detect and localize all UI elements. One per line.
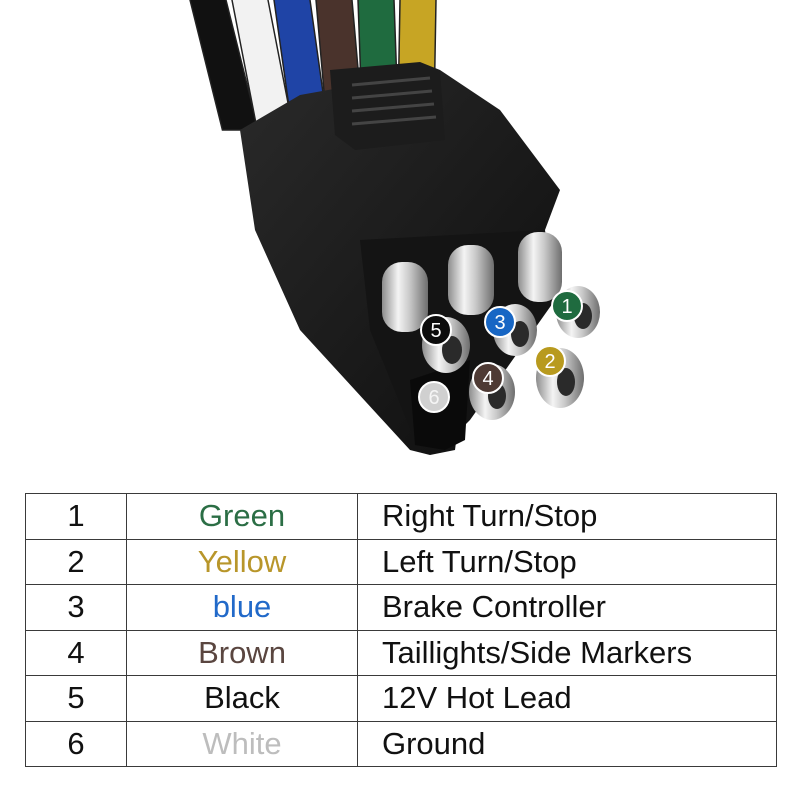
wire-color-cell: Brown bbox=[126, 629, 358, 676]
pin-badge-number: 1 bbox=[561, 296, 572, 318]
pin-number-cell: 4 bbox=[25, 629, 127, 676]
pin-number-cell: 1 bbox=[25, 493, 127, 540]
wire-color-cell: Black bbox=[126, 675, 358, 722]
pin-number-badges: 1 2 3 4 5 6 bbox=[418, 290, 583, 413]
pin-badge-number: 4 bbox=[482, 368, 493, 390]
pin-number-cell: 3 bbox=[25, 584, 127, 631]
wire-color-cell: White bbox=[126, 720, 358, 767]
pin-number-cell: 2 bbox=[25, 538, 127, 585]
wire-color-cell: Yellow bbox=[126, 538, 358, 585]
pin-badge-number: 2 bbox=[544, 351, 555, 373]
pin-badge-1: 1 bbox=[551, 290, 583, 322]
function-cell: Right Turn/Stop bbox=[357, 493, 777, 540]
wire-color-cell: blue bbox=[126, 584, 358, 631]
pin-badge-number: 6 bbox=[428, 387, 439, 409]
pin-badge-number: 3 bbox=[494, 312, 505, 334]
pin-badge-4: 4 bbox=[472, 362, 504, 394]
pin-number-cell: 6 bbox=[25, 720, 127, 767]
pin-badge-3: 3 bbox=[484, 306, 516, 338]
connector-pins bbox=[382, 232, 600, 420]
pin-number-cell: 5 bbox=[25, 675, 127, 722]
pin-badge-number: 5 bbox=[430, 320, 441, 342]
function-cell: Ground bbox=[357, 720, 777, 767]
wire-color-cell: Green bbox=[126, 493, 358, 540]
function-cell: Left Turn/Stop bbox=[357, 538, 777, 585]
pin-badge-6: 6 bbox=[418, 381, 450, 413]
connector-illustration: 1 2 3 4 5 6 bbox=[186, 0, 600, 455]
function-cell: Brake Controller bbox=[357, 584, 777, 631]
pin-badge-5: 5 bbox=[420, 314, 452, 346]
pin-badge-2: 2 bbox=[534, 345, 566, 377]
function-cell: 12V Hot Lead bbox=[357, 675, 777, 722]
function-cell: Taillights/Side Markers bbox=[357, 629, 777, 676]
